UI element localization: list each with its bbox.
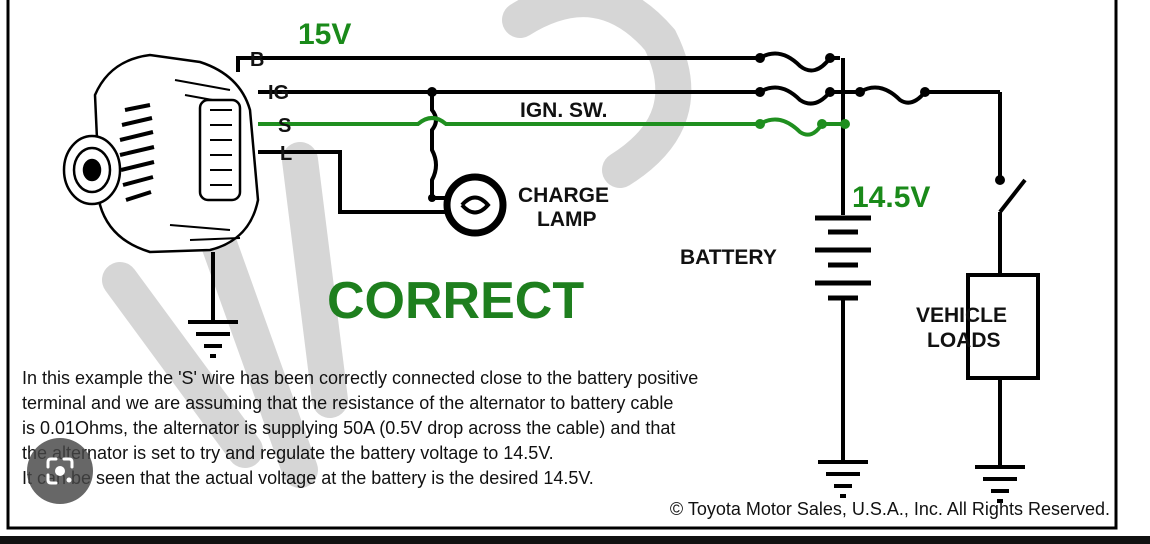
junction-dots [427, 53, 1005, 202]
sense-wire [258, 116, 845, 137]
terminal-l: L [280, 143, 292, 165]
terminal-s: S [278, 115, 291, 137]
sense-junction-dots [755, 119, 850, 129]
wire-ig-jumper [758, 85, 840, 106]
caption-line-4: the alternator is set to try and regulat… [22, 443, 554, 463]
vehicle-loads-label-1: VEHICLE [916, 304, 1007, 327]
copyright: © Toyota Motor Sales, U.S.A., Inc. All R… [670, 499, 1110, 519]
charge-lamp-icon [443, 173, 507, 237]
wire-b-jumper [758, 51, 840, 73]
status-correct: CORRECT [327, 272, 584, 330]
charge-lamp-label-2: LAMP [537, 208, 597, 231]
alternator-icon [62, 53, 260, 254]
wire-l [258, 150, 460, 214]
caption-line-3: is 0.01Ohms, the alternator is supplying… [22, 418, 675, 438]
vehicle-loads-box [966, 273, 1040, 380]
wire-b [236, 56, 760, 72]
charge-lamp-label-1: CHARGE [518, 184, 609, 207]
ground-icons [188, 320, 1025, 503]
voltage-alternator: 15V [298, 18, 351, 51]
caption-line-2: terminal and we are assuming that the re… [22, 393, 673, 413]
ign-switch-label: IGN. SW. [520, 99, 608, 122]
wire-switch [998, 178, 1027, 214]
wire-ig-fuse [840, 85, 1000, 105]
terminal-b: B [250, 49, 264, 71]
wire-lamp-feed [430, 92, 455, 200]
wires [211, 51, 1027, 465]
vehicle-loads-label-2: LOADS [927, 329, 1001, 352]
caption-line-1: In this example the 'S' wire has been co… [22, 368, 698, 388]
terminal-ig: IG [268, 82, 289, 104]
lens-search-button[interactable] [27, 438, 93, 504]
battery-label: BATTERY [680, 246, 777, 269]
voltage-battery: 14.5V [852, 181, 930, 214]
caption: In this example the 'S' wire has been co… [22, 368, 698, 488]
lens-icon [46, 457, 74, 485]
bottom-bar [0, 536, 1150, 544]
watermark [102, 0, 692, 488]
battery-icon [815, 215, 871, 301]
caption-line-5: It can be seen that the actual voltage a… [22, 468, 594, 488]
